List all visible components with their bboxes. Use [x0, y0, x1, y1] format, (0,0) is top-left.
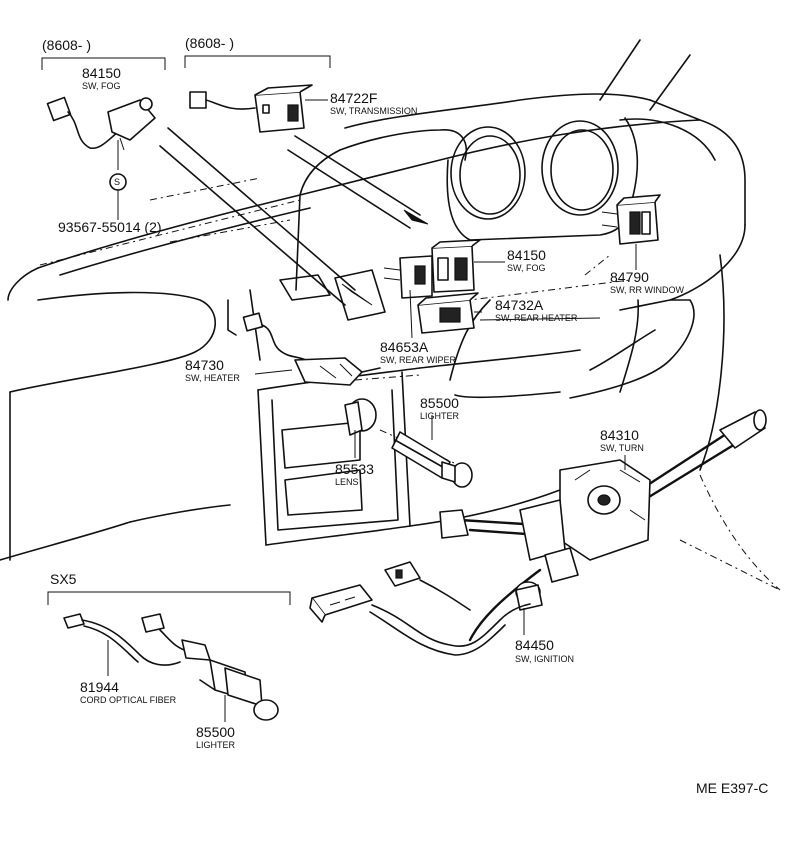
part-number: 84150	[507, 247, 546, 263]
part-name: SW, TURN	[600, 443, 644, 453]
part-name: SW, REAR HEATER	[495, 313, 578, 323]
lighter-mid: 85500 LIGHTER	[391, 395, 473, 488]
group-header-right: (8608- )	[185, 35, 234, 51]
turn-switch-icon	[439, 409, 767, 642]
group-header-sx5: SX5	[50, 571, 77, 587]
screw-symbol: S	[114, 177, 120, 187]
ignition-switch-icon	[515, 581, 543, 611]
part-name: SW, FOG	[82, 81, 121, 91]
transmission-switch-icon	[189, 84, 313, 133]
part-name: LIGHTER	[420, 411, 460, 421]
group-8608-left: (8608- )	[41, 37, 166, 70]
fog-switch-top: 84150 SW, FOG	[46, 65, 156, 170]
dashboard-body	[0, 39, 781, 591]
part-name: SW, TRANSMISSION	[330, 106, 417, 116]
part-name: LIGHTER	[196, 740, 236, 750]
part-number: 85500	[196, 724, 235, 740]
lighter-bottom: 85500 LIGHTER	[196, 659, 279, 750]
rr-window-switch: 84790 SW, RR WINDOW	[601, 194, 684, 295]
part-number: 85500	[420, 395, 459, 411]
ignition-switch: 84450 SW, IGNITION	[515, 581, 574, 664]
part-name: CORD OPTICAL FIBER	[80, 695, 177, 705]
part-number: 84310	[600, 427, 639, 443]
lens-part: 85533 LENS	[335, 398, 377, 487]
group-sx5: SX5	[47, 571, 291, 605]
wire-harness	[309, 561, 531, 656]
part-name: SW, HEATER	[185, 373, 240, 383]
part-number: 84730	[185, 357, 224, 373]
part-number: 84450	[515, 637, 554, 653]
part-number: 84150	[82, 65, 121, 81]
turn-switch: 84310 SW, TURN	[439, 409, 767, 642]
fog-switch-icon	[46, 96, 156, 151]
group-header-left: (8608- )	[42, 37, 91, 53]
rear-heater-switch: 84732A SW, REAR HEATER	[417, 292, 601, 334]
fog-switch-mid: 84150 SW, FOG	[383, 239, 546, 299]
lighter-icon	[391, 431, 473, 488]
part-number: 84732A	[495, 297, 544, 313]
pointer-arrows	[159, 127, 429, 306]
transmission-switch: 84722F SW, TRANSMISSION	[189, 84, 417, 133]
part-number: 84653A	[380, 339, 429, 355]
part-name: SW, IGNITION	[515, 654, 574, 664]
part-number: 84790	[610, 269, 649, 285]
part-number: 81944	[80, 679, 119, 695]
part-name: SW, RR WINDOW	[610, 285, 684, 295]
part-number: 84722F	[330, 90, 377, 106]
heater-switch: 84730 SW, HEATER	[185, 312, 381, 386]
rear-wiper-label: 84653A SW, REAR WIPER	[380, 289, 457, 365]
group-8608-right: (8608- )	[184, 35, 331, 68]
part-name: LENS	[335, 477, 359, 487]
diagram-code: ME E397-C	[696, 780, 768, 796]
part-name: SW, FOG	[507, 263, 546, 273]
part-name: SW, REAR WIPER	[380, 355, 457, 365]
part-number: 93567-55014 (2)	[58, 219, 162, 235]
optical-fiber-cord: 81944 CORD OPTICAL FIBER	[63, 613, 211, 705]
screw-icon: S	[109, 173, 127, 191]
part-number: 85533	[335, 461, 374, 477]
heater-switch-icon	[242, 312, 381, 386]
screw-93567: S 93567-55014 (2)	[58, 173, 162, 235]
